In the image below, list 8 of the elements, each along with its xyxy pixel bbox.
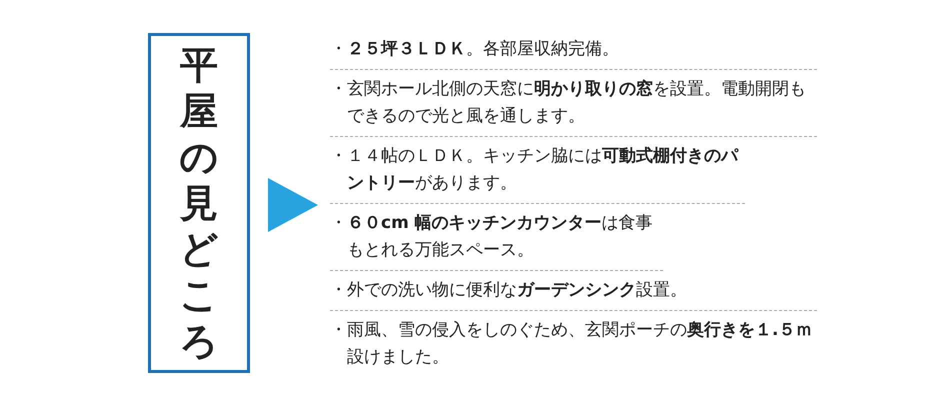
bullet-text: ・１４帖のＬＤＫ。キッチン脇には可動式棚付きのパントリーがあります。: [330, 137, 745, 204]
bullet-text: ・６０cm 幅のキッチンカウンターは食事もとれる万能スペース。: [330, 204, 663, 271]
vertical-heading: 平屋の見どころ: [179, 42, 219, 364]
bullet-text: ・外での洗い物に便利なガーデンシンク設置。: [330, 271, 817, 311]
bullet-text: ・玄関ホール北側の天窓に明かり取りの窓を設置。電動開閉もできるので光と風を通します。: [330, 70, 817, 137]
bullet-text: ・２５坪３ＬＤＫ。各部屋収納完備。: [330, 30, 817, 70]
bullet-text: ・雨風、雪の侵入をしのぐため、玄関ポーチの奥行きを１.５ｍ設けました。: [330, 319, 814, 369]
title-box: [148, 33, 250, 373]
